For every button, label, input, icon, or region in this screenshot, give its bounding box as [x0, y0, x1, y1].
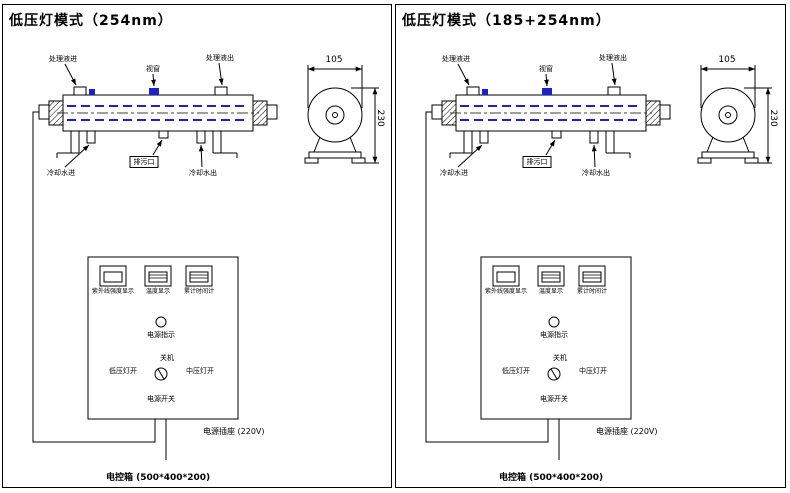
cooling-out-label: 冷却水出: [189, 169, 217, 177]
inlet-label: 处理液进: [442, 55, 470, 63]
power-indicator-label: 电源指示: [147, 331, 175, 339]
drain-label: 排污口: [129, 156, 159, 169]
drain-label: 排污口: [522, 156, 552, 169]
cooling-out-label: 冷却水出: [582, 169, 610, 177]
panel-title: 低压灯模式（185+254nm）: [402, 13, 611, 29]
cabinet-size-label: 电控箱 (500*400*200): [106, 473, 211, 483]
uv-intensity-meter-label: 紫外线强度显示: [91, 288, 135, 295]
switch-mid-lamp-label: 中压灯开: [579, 367, 607, 375]
outlet-label: 处理液出: [206, 54, 234, 62]
uv-sterilizer-line-art: [425, 62, 772, 460]
dim-width-label: 105: [325, 55, 343, 65]
dim-height-label: 230: [767, 109, 778, 127]
panel-185-254nm: 低压灯模式（185+254nm）: [395, 4, 786, 488]
power-switch-label: 电源开关: [540, 395, 568, 403]
cooling-in-label: 冷却水进: [440, 169, 468, 177]
timer-meter-label: 累计时间计: [183, 288, 215, 295]
panel-254nm: 低压灯模式（254nm）: [2, 4, 392, 488]
outlet-label: 处理液出: [599, 54, 627, 62]
switch-off-label: 关机: [553, 354, 567, 362]
uv-sterilizer-line-art: [32, 62, 379, 460]
switch-low-lamp-label: 低压灯开: [109, 367, 137, 375]
switch-mid-lamp-label: 中压灯开: [186, 367, 214, 375]
power-socket-label: 电源插座 (220V): [596, 427, 658, 436]
dim-width-label: 105: [718, 55, 736, 65]
cooling-in-label: 冷却水进: [47, 169, 75, 177]
inlet-label: 处理液进: [49, 55, 77, 63]
switch-low-lamp-label: 低压灯开: [502, 367, 530, 375]
cabinet-size-label: 电控箱 (500*400*200): [499, 473, 604, 483]
switch-off-label: 关机: [160, 354, 174, 362]
power-socket-label: 电源插座 (220V): [203, 427, 265, 436]
timer-meter-label: 累计时间计: [576, 288, 608, 295]
dim-height-label: 230: [374, 109, 385, 127]
power-switch-label: 电源开关: [147, 395, 175, 403]
sight-window-label: 视窗: [539, 65, 553, 73]
power-indicator-label: 电源指示: [540, 331, 568, 339]
temperature-meter-label: 温度显示: [538, 288, 564, 295]
sight-window-label: 视窗: [146, 65, 160, 73]
panel-title: 低压灯模式（254nm）: [9, 13, 173, 29]
temperature-meter-label: 温度显示: [145, 288, 171, 295]
uv-intensity-meter-label: 紫外线强度显示: [484, 288, 528, 295]
